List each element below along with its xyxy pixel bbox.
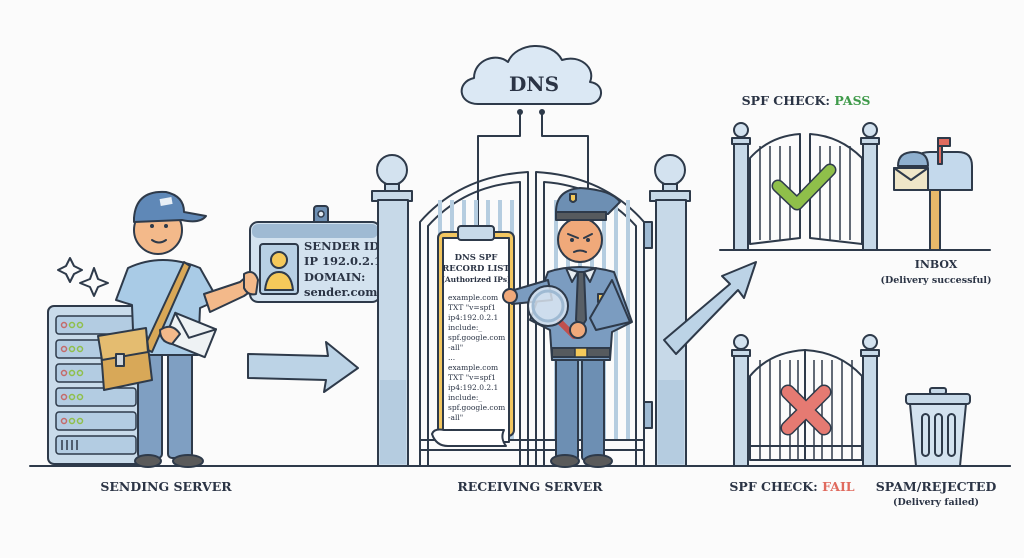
inbox-label: INBOX <box>915 258 958 271</box>
pass-prefix: SPF CHECK: <box>742 93 835 108</box>
record-line: ip4:192.0.2.1 <box>448 313 498 322</box>
fail-prefix: SPF CHECK: <box>729 479 822 494</box>
status-light <box>68 369 76 377</box>
status-light <box>60 393 68 401</box>
mailbox-icon <box>893 137 973 251</box>
check-icon <box>773 165 835 209</box>
mail-carrier <box>97 190 259 468</box>
status-light <box>76 345 84 353</box>
trash-can-icon <box>905 387 971 467</box>
record-line: include:_ <box>448 323 482 332</box>
fail-status: FAIL <box>822 479 855 494</box>
record-line: example.com <box>448 363 498 372</box>
record-title-1: DNS SPF <box>455 253 498 263</box>
fail-heading: SPF CHECK: FAIL <box>729 479 854 494</box>
arrow-up-right-icon <box>663 261 757 355</box>
record-line: ... <box>448 353 455 362</box>
spf-record-list: DNS SPF RECORD LIST (Authorized IPs) exa… <box>431 225 515 447</box>
status-light <box>76 369 84 377</box>
rack-slot <box>55 411 137 431</box>
rack-slot <box>55 387 137 407</box>
record-subtitle: (Authorized IPs) <box>441 275 510 284</box>
sender-id-badge: SENDER ID: IP 192.0.2.1 DOMAIN: sender.c… <box>243 205 383 303</box>
rack-slot <box>55 435 137 455</box>
record-line: ... <box>448 423 455 432</box>
receiving-server-label: RECEIVING SERVER <box>457 479 603 494</box>
dns-label: DNS <box>509 72 559 96</box>
arrow-right-icon <box>247 341 359 393</box>
spam-label: SPAM/REJECTED <box>876 479 997 494</box>
status-light <box>60 345 68 353</box>
pass-status: PASS <box>834 93 870 108</box>
status-light <box>60 369 68 377</box>
record-line: -all" <box>448 413 463 422</box>
record-line: TXT "v=spf1 <box>448 303 496 312</box>
badge-line-4: sender.com <box>304 285 377 299</box>
badge-line-2: IP 192.0.2.1 <box>304 254 382 268</box>
badge-line-1: SENDER ID: <box>304 239 383 253</box>
record-line: include:_ <box>448 393 482 402</box>
sparkle-icon <box>79 267 109 297</box>
record-line: example.com <box>448 293 498 302</box>
sparkle-icon <box>57 257 83 283</box>
record-line: spf.google.com <box>448 403 505 412</box>
status-light <box>68 393 76 401</box>
status-light <box>76 393 84 401</box>
record-line: -all" <box>448 343 463 352</box>
record-line: spf.google.com <box>448 333 505 342</box>
cap-icon <box>133 190 207 223</box>
pass-gate <box>731 122 880 251</box>
sending-server-label: SENDING SERVER <box>100 479 232 494</box>
dns-cloud: DNS <box>460 45 602 231</box>
spam-note: (Delivery failed) <box>893 497 979 508</box>
record-title-2: RECORD LIST <box>442 264 510 274</box>
status-light <box>68 417 76 425</box>
record-line: ip4:192.0.2.1 <box>448 383 498 392</box>
status-light <box>76 417 84 425</box>
dns-wire-right <box>541 111 589 201</box>
status-light <box>76 321 84 329</box>
record-line: TXT "v=spf1 <box>448 373 496 382</box>
badge-line-3: DOMAIN: <box>304 270 365 284</box>
status-light <box>68 345 76 353</box>
inbox-note: (Delivery successful) <box>880 275 991 286</box>
fail-gate <box>699 334 1011 467</box>
status-light <box>60 321 68 329</box>
cross-icon <box>782 386 830 434</box>
security-guard <box>502 187 633 468</box>
status-light <box>68 321 76 329</box>
police-cap-icon <box>555 187 621 215</box>
status-light <box>60 417 68 425</box>
avatar-icon <box>270 251 288 269</box>
pass-heading: SPF CHECK: PASS <box>742 93 871 108</box>
